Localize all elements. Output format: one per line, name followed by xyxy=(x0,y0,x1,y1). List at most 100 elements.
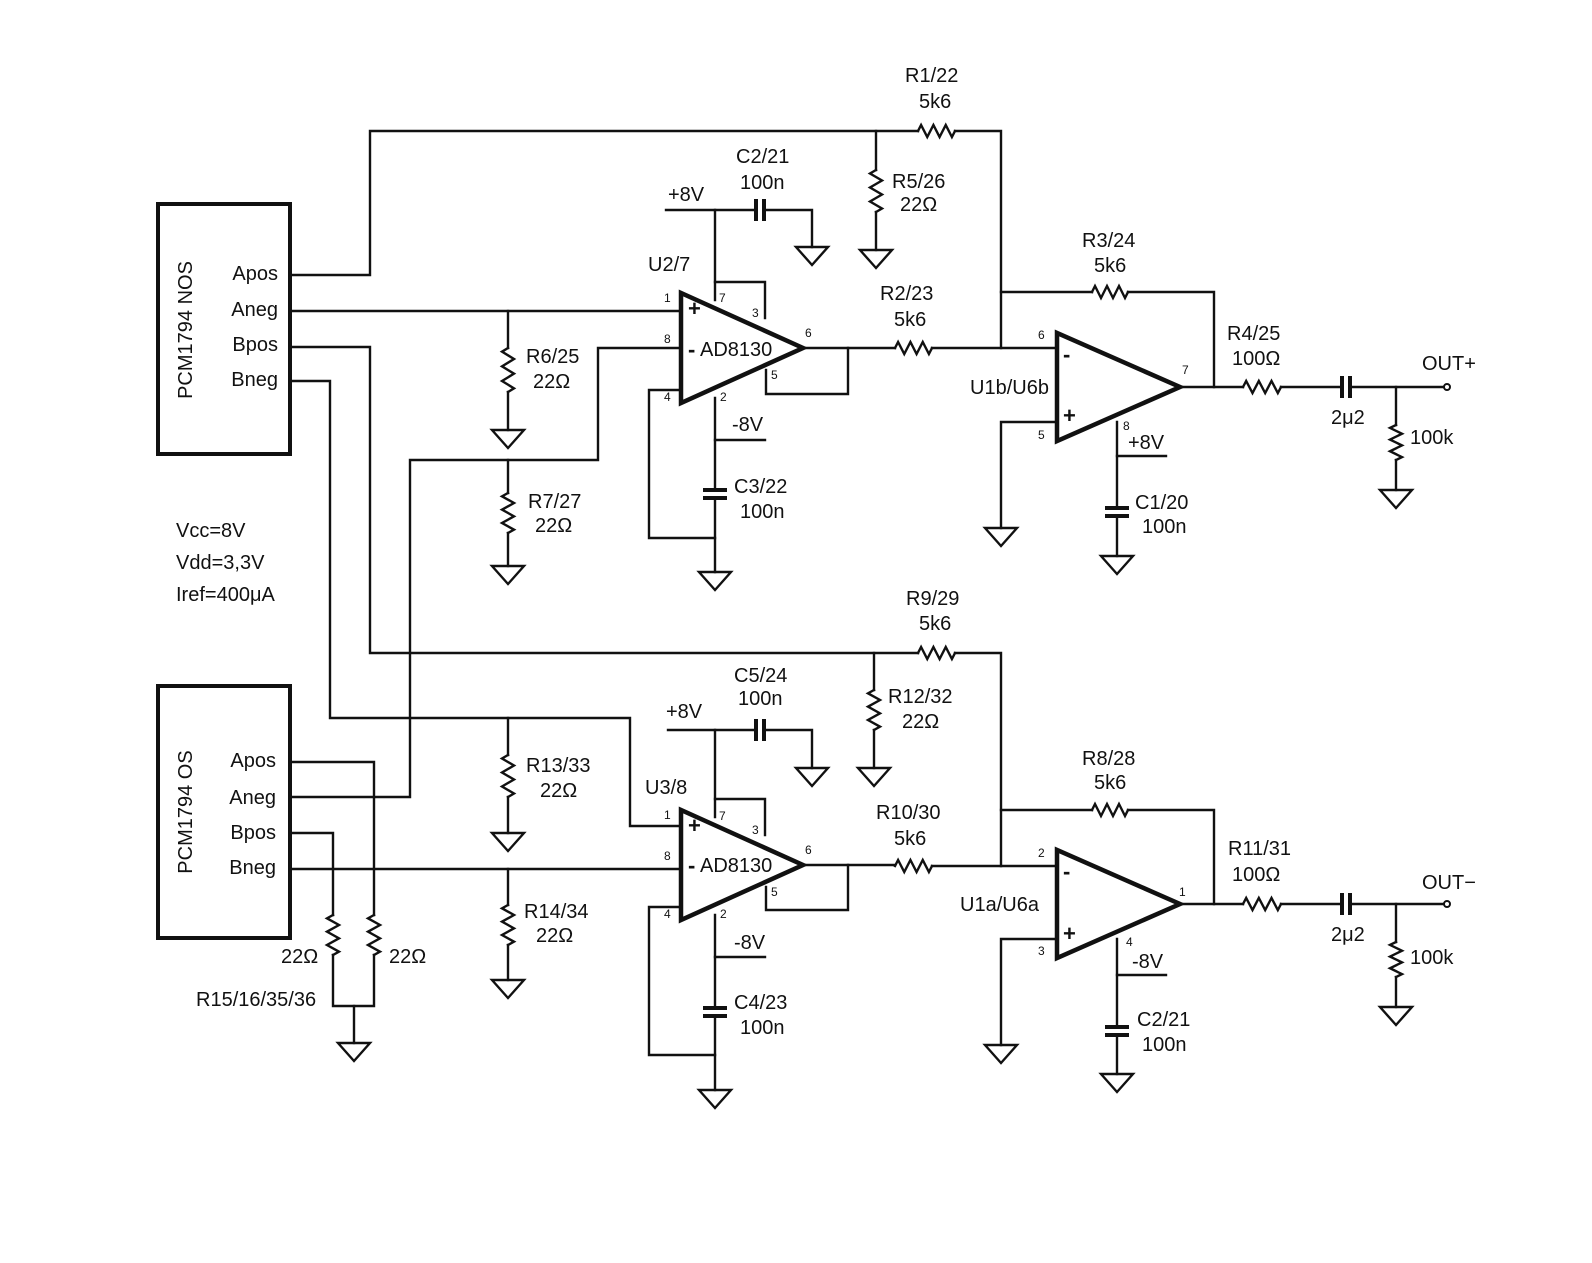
r1-ref: R1/22 xyxy=(905,65,958,87)
u1a-vneg-label: -8V xyxy=(1132,951,1164,973)
u1a-pin-1: 1 xyxy=(1179,885,1186,899)
wire-os-bpos xyxy=(289,831,335,917)
c2-bottom-val: 100n xyxy=(1142,1034,1187,1056)
rload-bottom-ground-icon xyxy=(1377,1005,1415,1027)
r9-resistor xyxy=(916,644,957,662)
vcc-note: Vcc=8V xyxy=(176,520,246,542)
wire-u2-pin4 xyxy=(647,388,717,540)
r14-ref: R14/34 xyxy=(524,901,589,923)
nos-pin-bpos: Bpos xyxy=(232,334,278,356)
r14-ground-icon xyxy=(489,978,527,1000)
wire-u1a-plus xyxy=(999,937,1059,1047)
c1-ref: C1/20 xyxy=(1135,492,1188,514)
r15-a-val: 22Ω xyxy=(281,946,318,968)
c5-capacitor xyxy=(754,719,766,741)
r6-val: 22Ω xyxy=(533,371,570,393)
u2-pin-1: 1 xyxy=(664,291,671,305)
r7-val: 22Ω xyxy=(535,515,572,537)
c2-bottom-ref: C2/21 xyxy=(1137,1009,1190,1031)
u2-vneg-label: -8V xyxy=(732,414,764,436)
r2-ref: R2/23 xyxy=(880,283,933,305)
c2-top-ref: C2/21 xyxy=(736,146,789,168)
u3-pin-3: 3 xyxy=(752,823,759,837)
u1a-pin-4: 4 xyxy=(1126,935,1133,949)
u1a-ground-icon xyxy=(982,1043,1020,1065)
r12-resistor xyxy=(865,688,883,732)
c3-ref: C3/22 xyxy=(734,476,787,498)
r3-val: 5k6 xyxy=(1094,255,1126,277)
ad8130-bottom-amp xyxy=(678,806,809,924)
r7-ref: R7/27 xyxy=(528,491,581,513)
r5-resistor xyxy=(867,168,885,214)
u1b-plus-sign: + xyxy=(1063,403,1076,428)
wire-u1b-plus xyxy=(999,420,1059,530)
r15-ground-icon xyxy=(335,1041,373,1063)
rload-top-resistor xyxy=(1387,423,1405,462)
u2-pin-4: 4 xyxy=(664,390,671,404)
iref-note: Iref=400μA xyxy=(176,584,275,606)
r7-ground-icon xyxy=(489,564,527,586)
u2-plus-sign: + xyxy=(688,296,701,321)
c2-top-ground-icon xyxy=(793,245,831,267)
u3-pin-6: 6 xyxy=(805,843,812,857)
u2-pin-6: 6 xyxy=(805,326,812,340)
r2-resistor xyxy=(893,339,934,357)
ad8130-top-amp xyxy=(678,289,809,407)
cout-top-val: 2μ2 xyxy=(1331,407,1365,429)
wire-nos-apos-feedback xyxy=(289,129,920,277)
r6-resistor xyxy=(499,346,517,394)
pcm1794-os-label: PCM1794 OS xyxy=(175,750,197,873)
r8-resistor xyxy=(1090,801,1130,819)
wire-os-apos xyxy=(289,760,376,917)
u3-pin-8: 8 xyxy=(664,849,671,863)
u1a-pin-2: 2 xyxy=(1038,846,1045,860)
r1-resistor xyxy=(916,122,957,140)
wire-r15-join xyxy=(331,953,376,1008)
r5-val: 22Ω xyxy=(900,194,937,216)
r10-ref: R10/30 xyxy=(876,802,941,824)
r13-val: 22Ω xyxy=(540,780,577,802)
r5-ground-icon xyxy=(857,248,895,270)
c2-bottom-ground-icon xyxy=(1098,1072,1136,1094)
c3-val: 100n xyxy=(740,501,785,523)
u1b-vpos-label: +8V xyxy=(1128,432,1165,454)
c3-capacitor xyxy=(703,488,727,500)
u1b-pin-8: 8 xyxy=(1123,419,1130,433)
nos-pin-apos: Apos xyxy=(232,263,278,285)
wire-u2-pin3 xyxy=(713,280,767,320)
r9-val: 5k6 xyxy=(919,613,951,635)
os-pin-apos: Apos xyxy=(230,750,276,772)
r3-ref: R3/24 xyxy=(1082,230,1135,252)
u2-pin-7: 7 xyxy=(719,291,726,305)
components xyxy=(324,122,1451,1110)
wire-c5-right xyxy=(762,728,814,770)
c2-top-capacitor xyxy=(754,199,766,221)
r11-val: 100Ω xyxy=(1232,864,1280,886)
wire-u3-vpos xyxy=(666,728,717,819)
u1b-ref: U1b/U6b xyxy=(970,377,1049,399)
os-pin-aneg: Aneg xyxy=(229,787,276,809)
u3-minus-sign: - xyxy=(688,853,695,878)
c4-ground-icon xyxy=(696,1088,734,1110)
wire-u3-pin4 xyxy=(647,905,717,1057)
nos-pin-bneg: Bneg xyxy=(231,369,278,391)
u3-pin-4: 4 xyxy=(664,907,671,921)
r13-ref: R13/33 xyxy=(526,755,591,777)
u1a-ref: U1a/U6a xyxy=(960,894,1040,916)
wire-r1-to-u1b xyxy=(953,129,1003,350)
pcm1794-nos-chip xyxy=(156,202,292,456)
out-plus-terminal xyxy=(1443,383,1451,391)
pcm1794-os-chip xyxy=(156,684,292,940)
r4-resistor xyxy=(1241,378,1283,396)
u2-vpos-label: +8V xyxy=(668,184,705,206)
r11-ref: R11/31 xyxy=(1228,838,1291,860)
r5-ref: R5/26 xyxy=(892,171,945,193)
r2-val: 5k6 xyxy=(894,309,926,331)
wire-u2-inv-os-aneg xyxy=(289,346,683,799)
wire-r9-to-u1a xyxy=(953,651,1003,868)
os-pin-bpos: Bpos xyxy=(230,822,276,844)
r4-ref: R4/25 xyxy=(1227,323,1280,345)
nos-pin-aneg: Aneg xyxy=(231,299,278,321)
u3-pin-2: 2 xyxy=(720,907,727,921)
c1-capacitor xyxy=(1105,506,1129,518)
